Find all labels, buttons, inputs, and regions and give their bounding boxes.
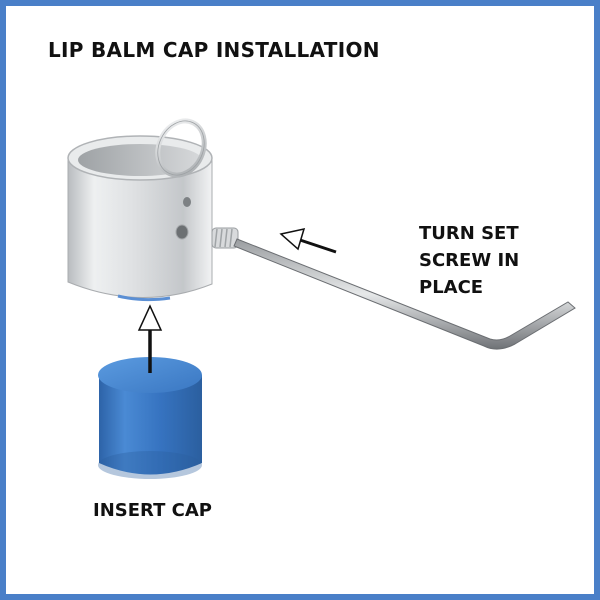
key-ring (155, 118, 207, 178)
set-screw-line-2: SCREW IN (419, 250, 520, 271)
set-screw-line-3: PLACE (419, 277, 484, 298)
set-screw-instruction: TURN SET SCREW IN PLACE (419, 220, 519, 301)
hex-wrench (233, 238, 576, 350)
insert-cap-label: INSERT CAP (93, 500, 212, 521)
arrow-insert-up (137, 304, 163, 373)
diagram-title: LIP BALM CAP INSTALLATION (48, 38, 380, 62)
set-screw-line-1: TURN SET (419, 223, 519, 244)
metal-holder (67, 135, 213, 302)
blue-cap (98, 357, 202, 479)
arrow-to-screw (279, 227, 337, 254)
set-screw (211, 227, 239, 249)
